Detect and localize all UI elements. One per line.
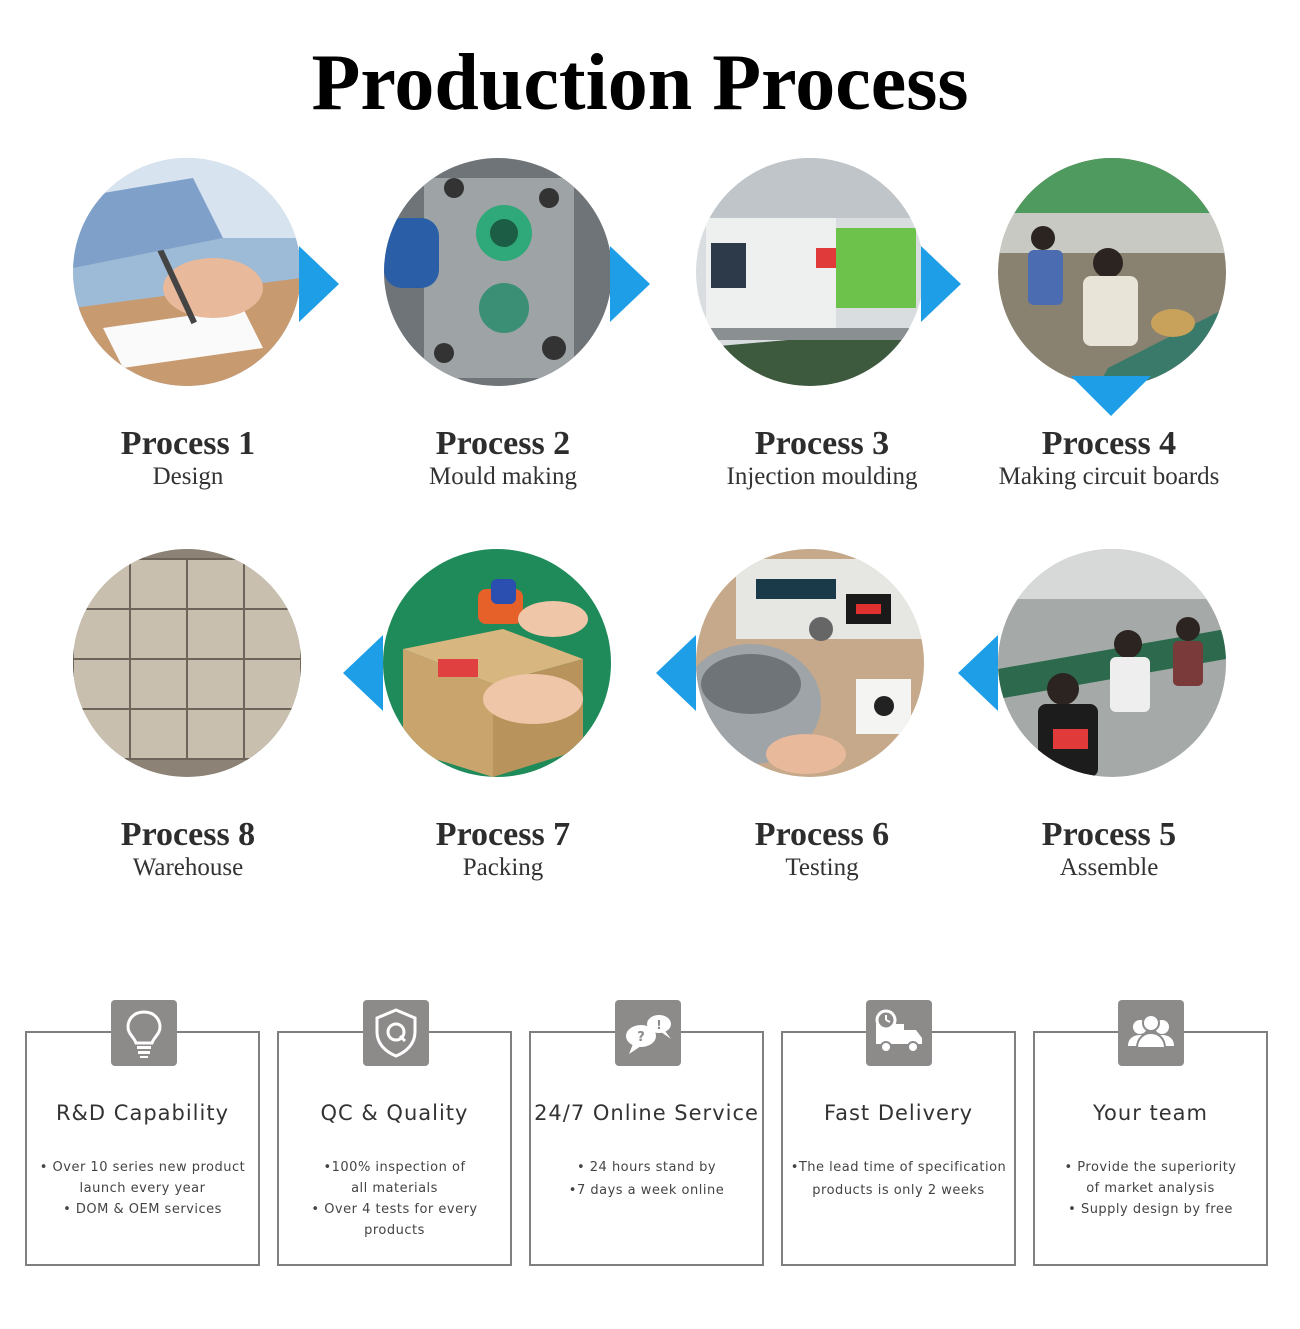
- process-8-label: Process 8 Warehouse: [28, 817, 348, 883]
- feature-card-team: Your team • Provide the superiority of m…: [1033, 1031, 1268, 1266]
- process-2-image: [384, 158, 612, 386]
- feature-line: •The lead time of specification: [790, 1160, 1007, 1175]
- feature-title: R&D Capability: [55, 1101, 230, 1125]
- process-1-label: Process 1 Design: [28, 426, 348, 492]
- process-desc: Design: [152, 463, 224, 490]
- process-desc: Making circuit boards: [998, 463, 1220, 490]
- process-name: Process 6: [754, 816, 890, 853]
- feature-line: of market analysis: [1086, 1181, 1215, 1196]
- arrow-right-icon: [921, 246, 961, 322]
- process-7-image: [383, 549, 611, 777]
- process-name: Process 1: [120, 425, 256, 462]
- feature-line: • DOM & OEM services: [63, 1202, 222, 1217]
- delivery-truck-icon: [866, 1000, 932, 1066]
- shield-q-icon: [363, 1000, 429, 1066]
- arrow-left-icon: [958, 635, 998, 711]
- lightbulb-icon: [111, 1000, 177, 1066]
- feature-line: • Provide the superiority: [1064, 1160, 1237, 1175]
- svg-text:!: !: [656, 1018, 661, 1032]
- process-5-label: Process 5 Assemble: [949, 817, 1269, 883]
- feature-title: Fast Delivery: [823, 1101, 974, 1125]
- process-4-label: Process 4 Making circuit boards: [949, 426, 1269, 492]
- team-icon: [1118, 1000, 1184, 1066]
- process-4-image: [998, 158, 1226, 386]
- process-name: Process 8: [120, 816, 256, 853]
- process-7-label: Process 7 Packing: [343, 817, 663, 883]
- feature-line: • Supply design by free: [1068, 1202, 1233, 1217]
- process-name: Process 2: [435, 425, 571, 462]
- feature-line: •7 days a week online: [568, 1183, 725, 1198]
- process-3-image: [696, 158, 924, 386]
- process-desc: Injection moulding: [726, 463, 918, 490]
- arrow-left-icon: [656, 635, 696, 711]
- feature-line: • Over 4 tests for every products: [311, 1202, 478, 1238]
- process-name: Process 4: [1041, 425, 1177, 462]
- process-name: Process 3: [754, 425, 890, 462]
- process-desc: Mould making: [429, 463, 577, 490]
- feature-title: Your team: [1093, 1101, 1208, 1125]
- arrow-right-icon: [610, 246, 650, 322]
- feature-card-qc: QC & Quality •100% inspection of all mat…: [277, 1031, 512, 1266]
- process-desc: Assemble: [1059, 854, 1159, 881]
- feature-card-rd: R&D Capability • Over 10 series new prod…: [25, 1031, 260, 1266]
- feature-line: launch every year: [79, 1181, 206, 1196]
- arrow-down-icon: [1071, 376, 1151, 416]
- process-desc: Testing: [785, 854, 859, 881]
- feature-line: products is only 2 weeks: [812, 1183, 985, 1198]
- process-3-label: Process 3 Injection moulding: [662, 426, 982, 492]
- arrow-right-icon: [299, 246, 339, 322]
- process-8-image: [73, 549, 301, 777]
- process-5-image: [998, 549, 1226, 777]
- process-2-label: Process 2 Mould making: [343, 426, 663, 492]
- feature-card-delivery: Fast Delivery •The lead time of specific…: [781, 1031, 1016, 1266]
- feature-line: all materials: [351, 1181, 438, 1196]
- process-6-image: [696, 549, 924, 777]
- feature-title: QC & Quality: [320, 1101, 469, 1125]
- process-name: Process 7: [435, 816, 571, 853]
- feature-line: •100% inspection of: [323, 1160, 466, 1175]
- arrow-left-icon: [343, 635, 383, 711]
- feature-title: 24/7 Online Service: [534, 1101, 759, 1125]
- process-name: Process 5: [1041, 816, 1177, 853]
- process-desc: Warehouse: [132, 854, 244, 881]
- process-1-image: [73, 158, 301, 386]
- svg-text:?: ?: [637, 1030, 645, 1045]
- page-title: Production Process: [311, 39, 969, 127]
- feature-line: • 24 hours stand by: [576, 1160, 717, 1175]
- feature-card-service: 24/7 Online Service • 24 hours stand by …: [529, 1031, 764, 1266]
- feature-line: • Over 10 series new product: [39, 1160, 246, 1175]
- chat-bubbles-icon: ?!: [615, 1000, 681, 1066]
- process-6-label: Process 6 Testing: [662, 817, 982, 883]
- process-desc: Packing: [462, 854, 544, 881]
